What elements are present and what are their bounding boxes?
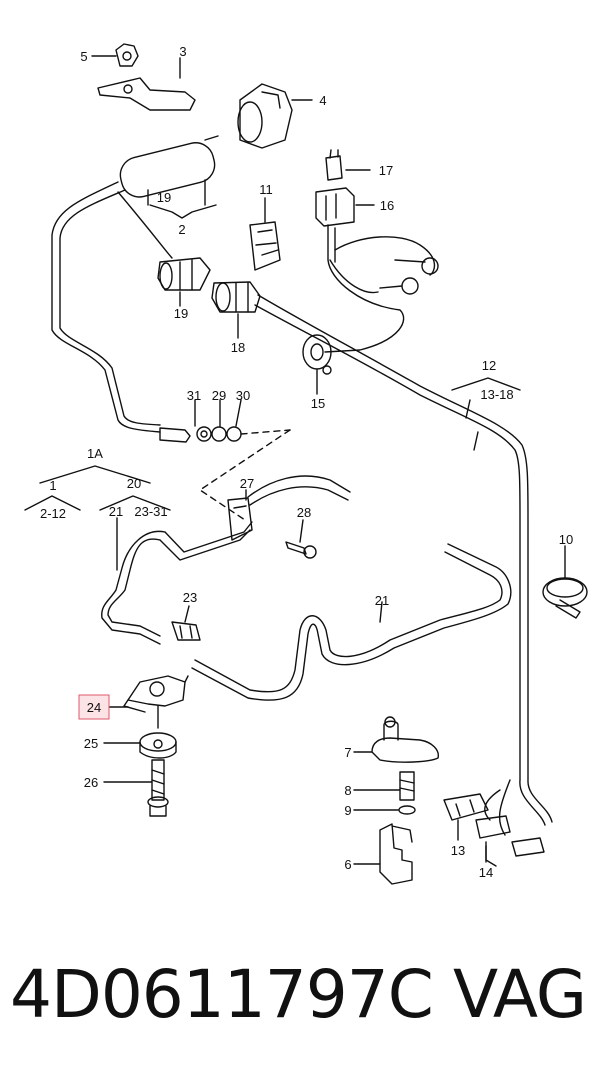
harness-21 [107, 538, 161, 637]
screw-31 [159, 427, 191, 443]
label-2-12: 2-12 [40, 506, 66, 521]
label-1: 1 [49, 478, 56, 493]
label-1A: 1A [87, 446, 103, 461]
bracket-plate [97, 77, 196, 111]
label-21-left: 21 [109, 504, 123, 519]
label-12: 12 [482, 358, 496, 373]
connector-14 [475, 815, 511, 839]
connector-14b [511, 837, 545, 857]
clip-27 [227, 497, 253, 541]
label-18: 18 [231, 340, 245, 355]
nut [115, 43, 139, 67]
bolt-26 [151, 759, 165, 801]
highlight-box [78, 694, 110, 720]
brand-name: VAG [452, 956, 587, 1033]
label-7: 7 [344, 745, 351, 760]
label-19: 19 [174, 306, 188, 321]
label-16: 16 [380, 198, 394, 213]
label-25: 25 [84, 736, 98, 751]
label-8: 8 [344, 783, 351, 798]
label-26: 26 [84, 775, 98, 790]
label-24: 24 [87, 700, 101, 715]
label-28: 28 [297, 505, 311, 520]
label-2: 2 [178, 222, 185, 237]
connector-16 [315, 187, 355, 227]
label-23-31: 23-31 [134, 504, 167, 519]
label-11: 11 [259, 182, 273, 197]
sensor-cylinder [119, 142, 216, 198]
sensor-24 [127, 675, 186, 707]
label-21-right: 21 [375, 593, 389, 608]
part-number: 4D0611797C [10, 956, 434, 1033]
label-20: 20 [127, 476, 141, 491]
bracket-6 [379, 823, 413, 885]
mount-housing [239, 83, 293, 149]
connector-13 [443, 793, 489, 821]
main-tube-left [51, 181, 161, 433]
label-19-top: 19 [157, 190, 171, 205]
connector-19 [157, 257, 211, 291]
label-17: 17 [379, 163, 393, 178]
washer-9 [398, 805, 416, 815]
label-23: 23 [183, 590, 197, 605]
label-15: 15 [311, 396, 325, 411]
label-9: 9 [344, 803, 351, 818]
label-10: 10 [559, 532, 573, 547]
screw-8 [399, 771, 415, 801]
main-tube-right [117, 191, 173, 259]
label-3: 3 [179, 44, 186, 59]
fuse [325, 155, 343, 181]
label-6: 6 [344, 857, 351, 872]
grommet [302, 334, 332, 370]
bolt-28 [285, 541, 307, 555]
label-13-18: 13-18 [480, 387, 513, 402]
label-27: 27 [240, 476, 254, 491]
label-31: 31 [187, 388, 201, 403]
parts-diagram: 5 3 4 17 16 11 19 2 19 18 15 12 13-18 31… [24, 43, 588, 885]
label-14: 14 [479, 865, 493, 880]
clip-23 [171, 621, 201, 641]
label-5: 5 [80, 49, 87, 64]
label-13: 13 [451, 843, 465, 858]
label-30: 30 [236, 388, 250, 403]
label-29: 29 [212, 388, 226, 403]
holder-clip [249, 221, 281, 271]
label-4: 4 [319, 93, 326, 108]
pad-7 [371, 737, 439, 763]
connector-18 [211, 281, 261, 313]
